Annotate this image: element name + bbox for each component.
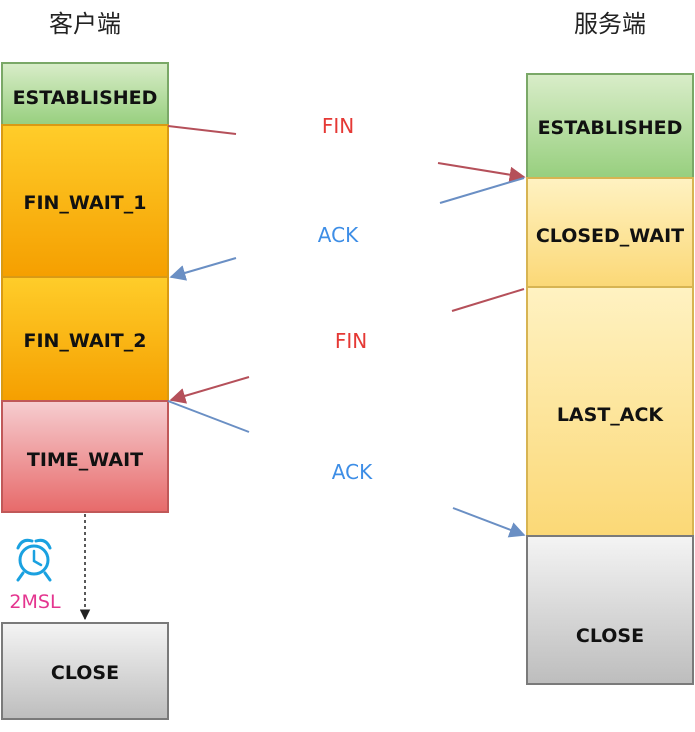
server-header: 服务端 (574, 10, 646, 38)
client-close-label: CLOSE (51, 662, 119, 684)
client-column: ESTABLISHED FIN_WAIT_1 FIN_WAIT_2 TIME_W… (1, 62, 169, 720)
client-fin-wait-2-label: FIN_WAIT_2 (23, 330, 146, 352)
server-closed-wait-label: CLOSED_WAIT (536, 225, 684, 247)
timer-transition: 2MSL (9, 514, 91, 621)
client-state-established: ESTABLISHED (1, 62, 169, 126)
server-established-label: ESTABLISHED (538, 117, 683, 139)
fin-2-label: FIN (335, 329, 367, 353)
client-time-wait-label: TIME_WAIT (27, 449, 143, 471)
fin-1-arrow-head (437, 162, 526, 183)
client-fin-wait-1-label: FIN_WAIT_1 (23, 192, 146, 214)
ack-2-arrow-tail (167, 400, 250, 433)
ack-1-arrow-tail (439, 177, 525, 204)
client-state-fin-wait-2: FIN_WAIT_2 (1, 276, 169, 402)
server-column: ESTABLISHED CLOSED_WAIT LAST_ACK CLOSE (526, 73, 694, 685)
fin-2-arrow-head (169, 376, 250, 404)
ack-1-label: ACK (318, 223, 359, 247)
ack-2-label: ACK (332, 460, 373, 484)
server-state-last-ack: LAST_ACK (526, 286, 694, 537)
client-state-time-wait: TIME_WAIT (1, 400, 169, 513)
server-last-ack-label: LAST_ACK (557, 404, 665, 426)
fin-1-label: FIN (322, 114, 354, 138)
server-state-established: ESTABLISHED (526, 73, 694, 179)
ack-1-arrow-head (169, 257, 237, 281)
client-state-fin-wait-1: FIN_WAIT_1 (1, 124, 169, 278)
server-state-close: CLOSE (526, 535, 694, 685)
server-state-closed-wait: CLOSED_WAIT (526, 177, 694, 288)
client-state-close: CLOSE (1, 622, 169, 720)
message-fin-1: FIN (167, 114, 526, 183)
message-ack-1: ACK (169, 177, 525, 281)
message-fin-2: FIN (169, 288, 525, 404)
client-header: 客户端 (49, 10, 121, 38)
client-established-label: ESTABLISHED (13, 87, 158, 109)
fin-2-arrow-tail (451, 288, 525, 312)
server-close-label: CLOSE (576, 625, 644, 647)
message-ack-2: ACK (167, 400, 526, 538)
fin-1-arrow-tail (167, 125, 237, 135)
timer-label: 2MSL (9, 591, 61, 613)
alarm-clock-icon (16, 538, 52, 582)
ack-2-arrow-head (452, 507, 526, 538)
